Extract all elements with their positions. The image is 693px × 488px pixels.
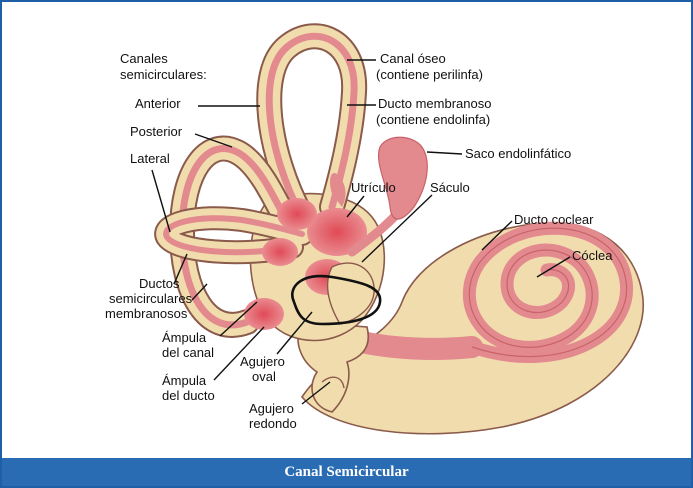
- figure-caption: Canal Semicircular: [2, 458, 691, 486]
- label-ductos-2: semicirculares: [109, 291, 193, 306]
- label-ductos-3: membranosos: [105, 306, 188, 321]
- ampulla-posterior: [244, 298, 284, 330]
- label-canales-2: semicirculares:: [120, 67, 207, 82]
- ampulla-lateral: [262, 238, 298, 266]
- label-ampula-canal-2: del canal: [162, 345, 214, 360]
- label-utriculo: Utrículo: [351, 180, 396, 195]
- label-saco: Saco endolinfático: [465, 146, 571, 161]
- label-agujero-redondo-2: redondo: [249, 416, 297, 431]
- label-coclea: Cóclea: [572, 248, 613, 263]
- label-canal-oseo-2: (contiene perilinfa): [376, 67, 483, 82]
- label-lateral: Lateral: [130, 151, 170, 166]
- ampulla-anterior: [277, 198, 317, 230]
- label-ampula-ducto-2: del ducto: [162, 388, 215, 403]
- label-ampula-ducto-1: Ámpula: [162, 373, 207, 388]
- label-canales: Canales: [120, 51, 168, 66]
- label-ducto-membranoso-2: (contiene endolinfa): [376, 112, 490, 127]
- label-saculo: Sáculo: [430, 180, 470, 195]
- label-ducto-coclear: Ducto coclear: [514, 212, 594, 227]
- label-posterior: Posterior: [130, 124, 183, 139]
- label-agujero-oval-1: Agujero: [240, 354, 285, 369]
- label-agujero-redondo-1: Agujero: [249, 401, 294, 416]
- label-ampula-canal-1: Ámpula: [162, 330, 207, 345]
- inner-ear-diagram: Canales semicirculares: Anterior Posteri…: [2, 2, 691, 458]
- label-ducto-membranoso-1: Ducto membranoso: [378, 96, 491, 111]
- label-anterior: Anterior: [135, 96, 181, 111]
- label-canal-oseo-1: Canal óseo: [380, 51, 446, 66]
- label-agujero-oval-2: oval: [252, 369, 276, 384]
